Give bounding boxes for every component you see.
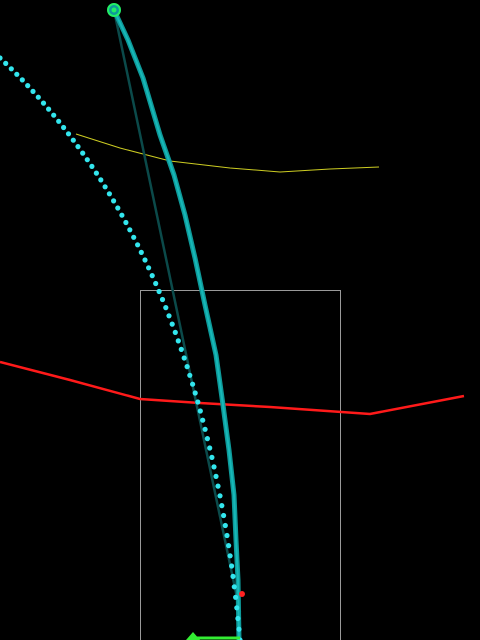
predicted-path-dot bbox=[226, 543, 232, 549]
predicted-path-dot bbox=[233, 594, 239, 600]
predicted-path-dot bbox=[56, 118, 62, 124]
predicted-path-dot bbox=[80, 150, 86, 156]
predicted-path-dot bbox=[135, 242, 141, 248]
predicted-path-dot bbox=[184, 364, 190, 370]
predicted-path-dot bbox=[209, 454, 215, 460]
predicted-path-dot bbox=[234, 605, 240, 611]
ground-marker-icon bbox=[186, 632, 240, 640]
trajectory-path-highlight bbox=[113, 9, 240, 640]
predicted-path-dot bbox=[127, 227, 133, 233]
predicted-path-dot bbox=[111, 198, 117, 204]
predicted-path-dot bbox=[166, 313, 172, 319]
predicted-path-dot bbox=[200, 417, 206, 423]
predicted-path-dot bbox=[61, 124, 67, 131]
predicted-path-dot bbox=[224, 532, 230, 539]
predicted-path-dot bbox=[207, 445, 213, 451]
predicted-path-dot bbox=[178, 346, 184, 352]
predicted-path-dot bbox=[215, 483, 221, 489]
yellow-boundary-line bbox=[75, 133, 380, 173]
predicted-path-dot bbox=[156, 288, 162, 295]
predicted-path-dot bbox=[102, 184, 108, 190]
predicted-path-dot bbox=[211, 464, 217, 470]
predicted-path-dot bbox=[14, 71, 20, 77]
aim-line bbox=[112, 9, 242, 613]
predicted-path-dot bbox=[219, 503, 225, 509]
predicted-path-dot bbox=[202, 426, 208, 432]
predicted-path-dot bbox=[229, 563, 235, 569]
predicted-path-dot bbox=[119, 212, 125, 218]
predicted-path-dot bbox=[227, 553, 233, 559]
predicted-path-dot bbox=[93, 170, 99, 176]
predicted-path-dot bbox=[230, 573, 236, 580]
target-marker-icon bbox=[239, 591, 245, 597]
predicted-path-dot bbox=[190, 381, 196, 387]
predicted-path-dots bbox=[0, 55, 243, 640]
predicted-path-dot bbox=[172, 329, 178, 335]
predicted-path-dot bbox=[213, 473, 219, 479]
predicted-path-dot bbox=[149, 273, 155, 279]
predicted-path-dot bbox=[35, 94, 41, 100]
predicted-path-dot bbox=[3, 60, 9, 66]
predicted-path-dot bbox=[70, 137, 76, 143]
predicted-path-dot bbox=[84, 157, 90, 163]
predicted-path-dot bbox=[51, 112, 57, 118]
predicted-path-dot bbox=[231, 584, 237, 590]
predicted-path-dot bbox=[40, 100, 47, 106]
predicted-path-dot bbox=[46, 106, 52, 112]
predicted-path-dot bbox=[8, 66, 14, 72]
predicted-path-dot bbox=[221, 512, 227, 519]
predicted-path-dot bbox=[222, 522, 228, 529]
origin-marker-icon[interactable] bbox=[107, 3, 121, 17]
predicted-path-dot bbox=[197, 408, 203, 414]
predicted-path-dot bbox=[131, 234, 137, 240]
predicted-path-dot bbox=[89, 163, 95, 169]
predicted-path-dot bbox=[236, 626, 242, 632]
predicted-path-dot bbox=[146, 265, 152, 271]
predicted-path-dot bbox=[65, 131, 72, 137]
predicted-path-dot bbox=[98, 177, 104, 183]
predicted-path-dot bbox=[123, 219, 129, 226]
predicted-path-dot bbox=[153, 280, 159, 287]
predicted-path-dot bbox=[204, 436, 210, 442]
red-boundary-line bbox=[0, 360, 465, 416]
predicted-path-dot bbox=[106, 191, 112, 197]
predicted-path-dot bbox=[192, 390, 198, 396]
predicted-path-dot bbox=[169, 321, 175, 327]
predicted-path-dot bbox=[175, 338, 181, 344]
predicted-path-dot bbox=[195, 399, 201, 405]
predicted-path-dot bbox=[75, 144, 81, 150]
predicted-path-dot bbox=[0, 55, 3, 61]
target-zone-outline bbox=[140, 290, 341, 640]
predicted-path-dot bbox=[142, 257, 148, 263]
predicted-path-dot bbox=[25, 83, 31, 89]
predicted-path-dot bbox=[159, 296, 166, 303]
predicted-path-dot bbox=[19, 77, 25, 83]
predicted-path-dot bbox=[30, 88, 36, 94]
predicted-path-dot bbox=[235, 615, 241, 622]
predicted-path-dot bbox=[187, 372, 193, 378]
predicted-path-dot bbox=[115, 205, 121, 211]
predicted-path-dot bbox=[217, 493, 223, 499]
predicted-path-dot bbox=[181, 355, 187, 361]
predicted-path-dot bbox=[138, 249, 144, 255]
predicted-path-dot bbox=[163, 305, 169, 311]
